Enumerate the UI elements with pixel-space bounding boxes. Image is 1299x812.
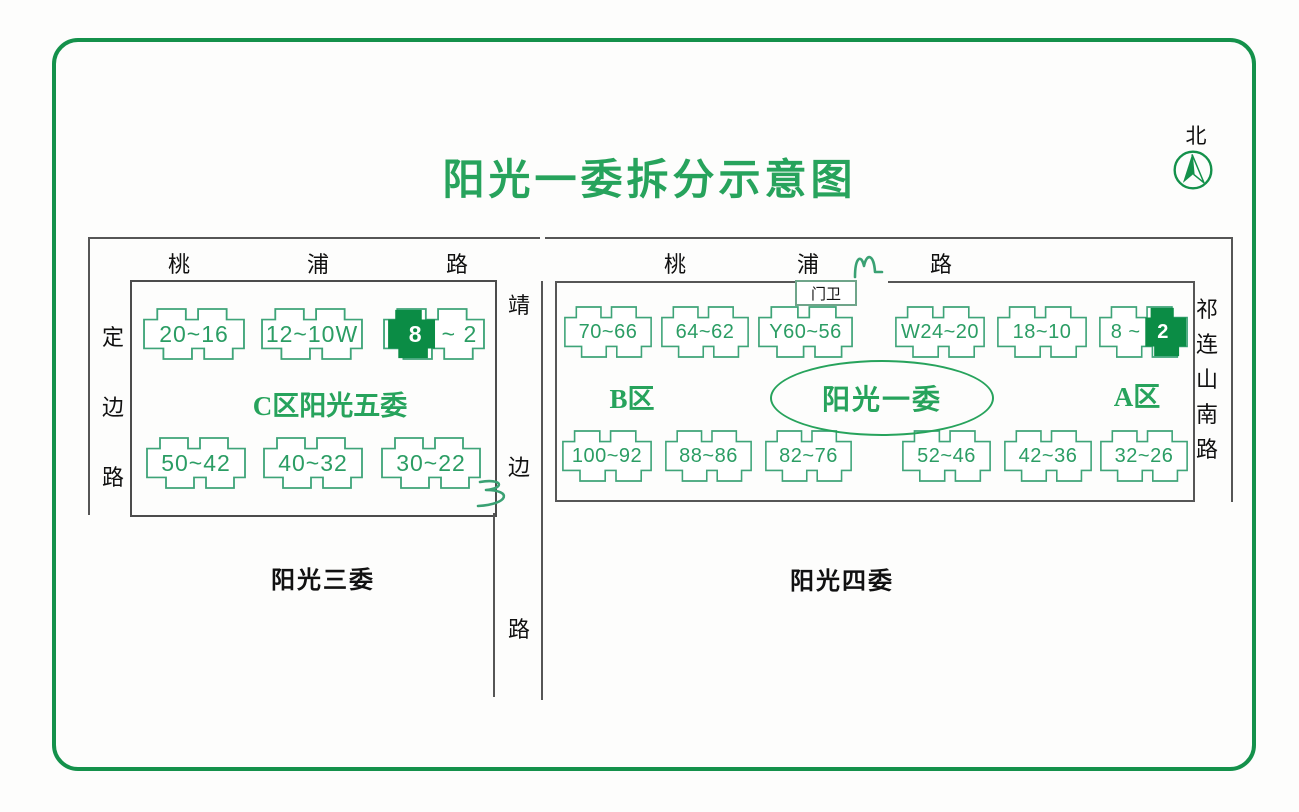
building-label: 18~10 [1012,320,1072,343]
right-boundary-east-line [1231,237,1233,502]
building-20-16: 20~16 [143,308,245,360]
building-88-86: 88~86 [665,430,752,482]
zone-label-a: A区 [1113,382,1161,412]
building-label: 20~16 [159,320,229,347]
right-compound-top-line-b [888,281,1195,283]
right-compound-top-line-a [555,281,795,283]
committee-label: 阳光一委 [821,385,942,416]
building-64-62: 64~62 [661,306,749,358]
caption-yangguang-3: 阳光三委 [271,568,375,594]
road-char: 桃 [168,252,191,277]
zone-label-c: C区阳光五委 [252,391,408,421]
building-70-66: 70~66 [564,306,652,358]
building-label: 32~26 [1114,444,1174,467]
building-label: 12~10W [265,320,359,347]
road-char: 南 [1195,402,1218,427]
middle-road-west-line [493,513,495,697]
building-label: ~ 2 [441,320,478,347]
handwritten-m-mark [853,255,884,279]
middle-road-east-line [541,281,543,700]
building-label: 70~66 [578,320,638,343]
building-label: 40~32 [278,449,348,476]
building-label: 8 ~ [1110,320,1141,343]
right-compound-west-line [555,281,557,502]
road-char: 边 [101,395,124,420]
building-32-26: 32~26 [1100,430,1188,482]
caption-yangguang-4: 阳光四委 [790,569,894,595]
building-18-10: 18~10 [997,306,1087,358]
building-42-36: 42~36 [1004,430,1092,482]
gate-guard-label: 门卫 [810,286,841,303]
road-char: 浦 [796,252,819,277]
building-52-46: 52~46 [902,430,991,482]
page-title: 阳光一委拆分示意图 [442,158,857,204]
gate-guard-box: 门卫 [795,280,857,306]
building-8-2-highlighted: 8 ~ 2 [383,308,485,360]
building-label-highlight: 8 [408,320,423,347]
building-label: 64~62 [675,320,735,343]
committee-ellipse: 阳光一委 [770,360,994,436]
building-50-42: 50~42 [146,437,246,489]
road-qilianshan-south: 祁 连 山 南 路 [1194,292,1220,464]
road-char: 路 [445,252,468,277]
right-compound-bottom-line [555,500,1195,502]
zone-label-b: B区 [609,384,655,414]
road-char: 路 [507,617,530,642]
road-char: 路 [929,252,952,277]
building-label: 82~76 [779,444,838,467]
building-100-92: 100~92 [562,430,652,482]
building-label: Y60~56 [769,320,842,343]
building-label: 30~22 [396,449,466,476]
right-boundary-top-line [545,237,1233,239]
road-taopu-right: 桃 浦 路 [664,247,952,279]
road-char: 山 [1195,367,1218,392]
road-char: 路 [101,465,124,490]
building-82-76: 82~76 [765,430,852,482]
road-char: 定 [101,325,124,350]
road-jingbian: 靖 边 路 [506,288,532,644]
road-dingbian: 定 边 路 [100,320,126,492]
building-8-2-a-highlighted: 8 ~ 2 [1099,306,1188,358]
building-30-22: 30~22 [381,437,481,489]
road-char: 靖 [507,293,530,318]
handwritten-3-mark [476,479,506,508]
page-frame-border [52,38,1256,771]
left-compound-rect [130,280,497,517]
road-char: 连 [1195,332,1218,357]
road-char: 祁 [1195,297,1218,322]
left-boundary-top-line [88,237,540,239]
road-char: 桃 [664,252,687,277]
building-label: W24~20 [900,320,980,343]
compass-icon [1173,150,1213,190]
road-taopu-left: 桃 浦 路 [168,247,468,279]
building-y60-56: Y60~56 [758,306,853,358]
building-40-32: 40~32 [263,437,363,489]
building-label-highlight: 2 [1157,320,1169,343]
left-boundary-west-line [88,237,90,515]
road-char: 边 [507,455,530,480]
building-label: 52~46 [917,444,976,467]
building-w24-20: W24~20 [895,306,985,358]
building-12-10w: 12~10W [261,308,363,360]
north-label: 北 [1185,124,1207,148]
building-label: 42~36 [1018,444,1078,467]
right-compound-east-line [1193,281,1195,502]
road-char: 浦 [306,252,329,277]
building-label: 100~92 [571,444,643,467]
building-label: 50~42 [161,449,231,476]
road-char: 路 [1195,437,1218,462]
building-label: 88~86 [679,444,738,467]
